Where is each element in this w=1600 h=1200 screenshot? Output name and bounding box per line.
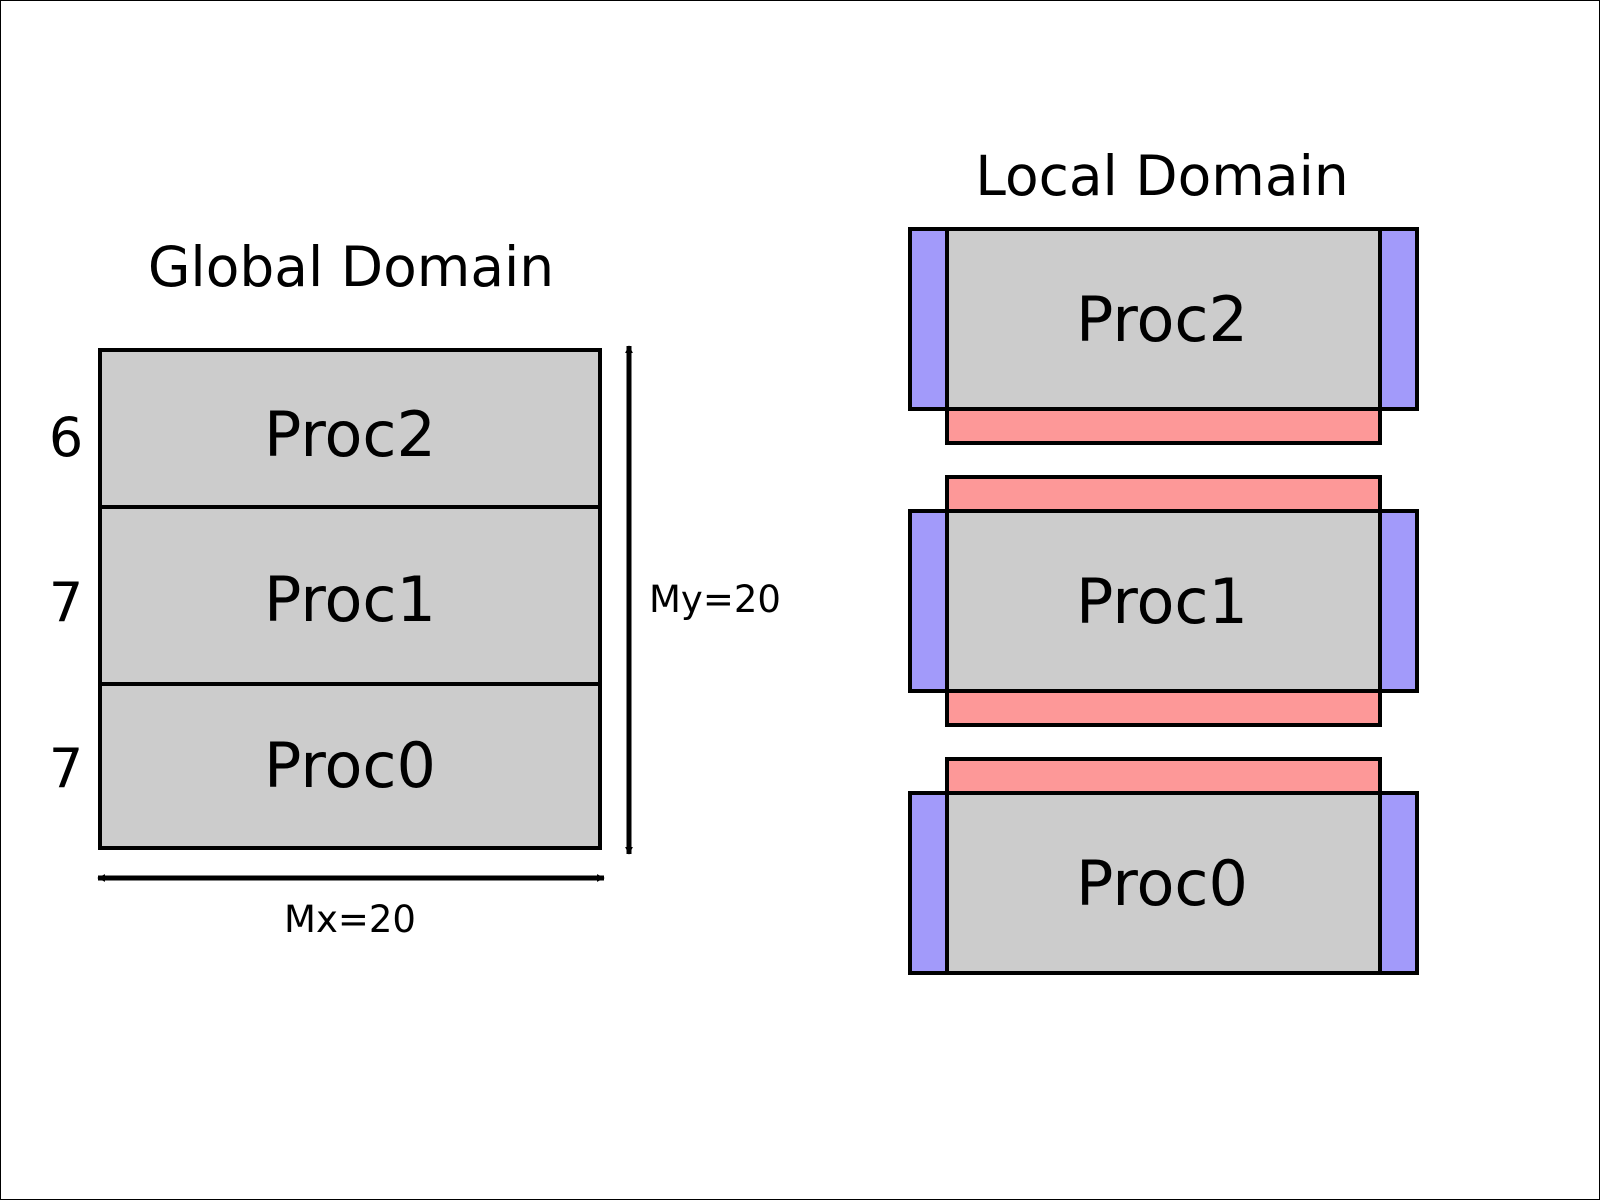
global-proc2-label: Proc2 [264,398,436,471]
ghost-top-proc1 [945,475,1382,513]
local-interior-proc0 [945,791,1382,975]
global-block-proc0 [98,682,602,850]
local-proc1-label: Proc1 [1076,565,1248,638]
global-proc0-label: Proc0 [264,729,436,802]
local-block-proc0: Proc0 [908,757,1419,975]
rows-label-proc2: 6 [49,406,83,469]
ghost-left-proc1 [908,509,949,693]
local-block-proc2: Proc2 [908,227,1419,445]
local-proc0-label: Proc0 [1076,847,1248,920]
mx-label: Mx=20 [284,898,416,941]
my-label: My=20 [649,578,781,621]
ghost-right-proc0 [1378,791,1419,975]
rows-label-proc1: 7 [49,571,83,634]
ghost-left-proc2 [908,227,949,411]
ghost-top-proc0 [945,757,1382,795]
global-domain-title: Global Domain [148,235,554,299]
rows-label-proc0: 7 [49,737,83,800]
ghost-right-proc2 [1378,227,1419,411]
ghost-bottom-proc1 [945,689,1382,727]
ghost-left-proc0 [908,791,949,975]
local-domain-title: Local Domain [975,144,1348,208]
global-block-proc1 [98,505,602,686]
local-proc2-label: Proc2 [1076,283,1248,356]
local-block-proc1: Proc1 [908,475,1419,727]
ghost-bottom-proc2 [945,407,1382,445]
global-block-proc2 [98,348,602,509]
local-interior-proc2 [945,227,1382,411]
ghost-right-proc1 [1378,509,1419,693]
local-interior-proc1 [945,509,1382,693]
global-proc1-label: Proc1 [264,563,436,636]
